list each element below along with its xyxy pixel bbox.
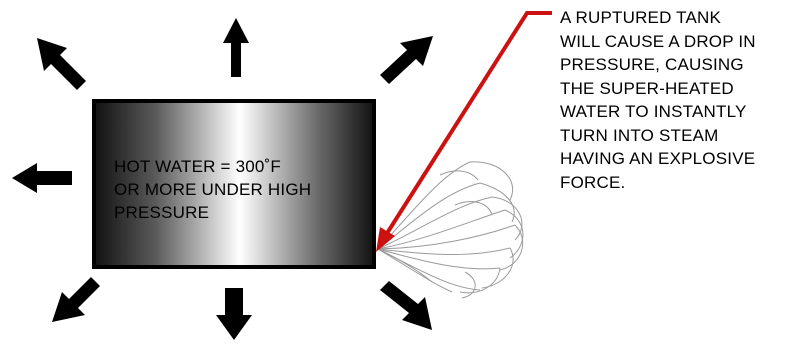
tank-label-line: HOT WATER = 300˚F [114, 155, 364, 178]
arrow-down-right-icon [380, 281, 432, 330]
callout-line: TURN INTO STEAM [560, 124, 795, 148]
arrow-down-left-icon [52, 277, 100, 322]
arrow-left-icon [12, 163, 72, 193]
callout-line: A RUPTURED TANK [560, 6, 795, 30]
callout-line: HAVING AN EXPLOSIVE [560, 147, 795, 171]
callout-line: PRESSURE, CAUSING [560, 53, 795, 77]
arrow-up-right-icon [380, 36, 433, 84]
callout-line: WATER TO INSTANTLY [560, 100, 795, 124]
steam-burst-icon [378, 162, 523, 298]
tank-label-line: PRESSURE [114, 201, 364, 224]
callout-text: A RUPTURED TANK WILL CAUSE A DROP IN PRE… [560, 6, 795, 194]
callout-line: WILL CAUSE A DROP IN [560, 30, 795, 54]
tank-label: HOT WATER = 300˚F OR MORE UNDER HIGH PRE… [114, 155, 364, 224]
arrow-up-left-icon [37, 38, 86, 90]
arrow-up-icon [223, 18, 249, 77]
tank-label-line: OR MORE UNDER HIGH [114, 178, 364, 201]
callout-line: THE SUPER-HEATED [560, 77, 795, 101]
callout-line: FORCE. [560, 171, 795, 195]
arrow-down-icon [216, 288, 252, 340]
callout-pointer [376, 13, 552, 252]
